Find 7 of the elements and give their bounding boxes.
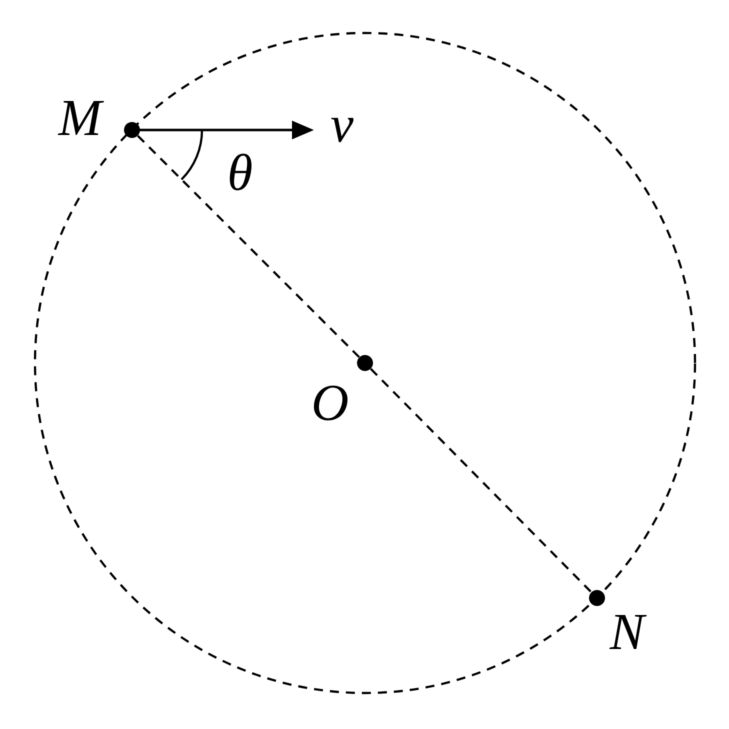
dashed-line — [137, 135, 360, 358]
symbol-label: v — [331, 118, 354, 142]
dashed-line — [370, 368, 592, 593]
symbol-label: θ — [230, 154, 252, 190]
point-label: M — [58, 101, 104, 135]
point-label: O — [314, 386, 348, 420]
point-label: N — [609, 615, 647, 649]
